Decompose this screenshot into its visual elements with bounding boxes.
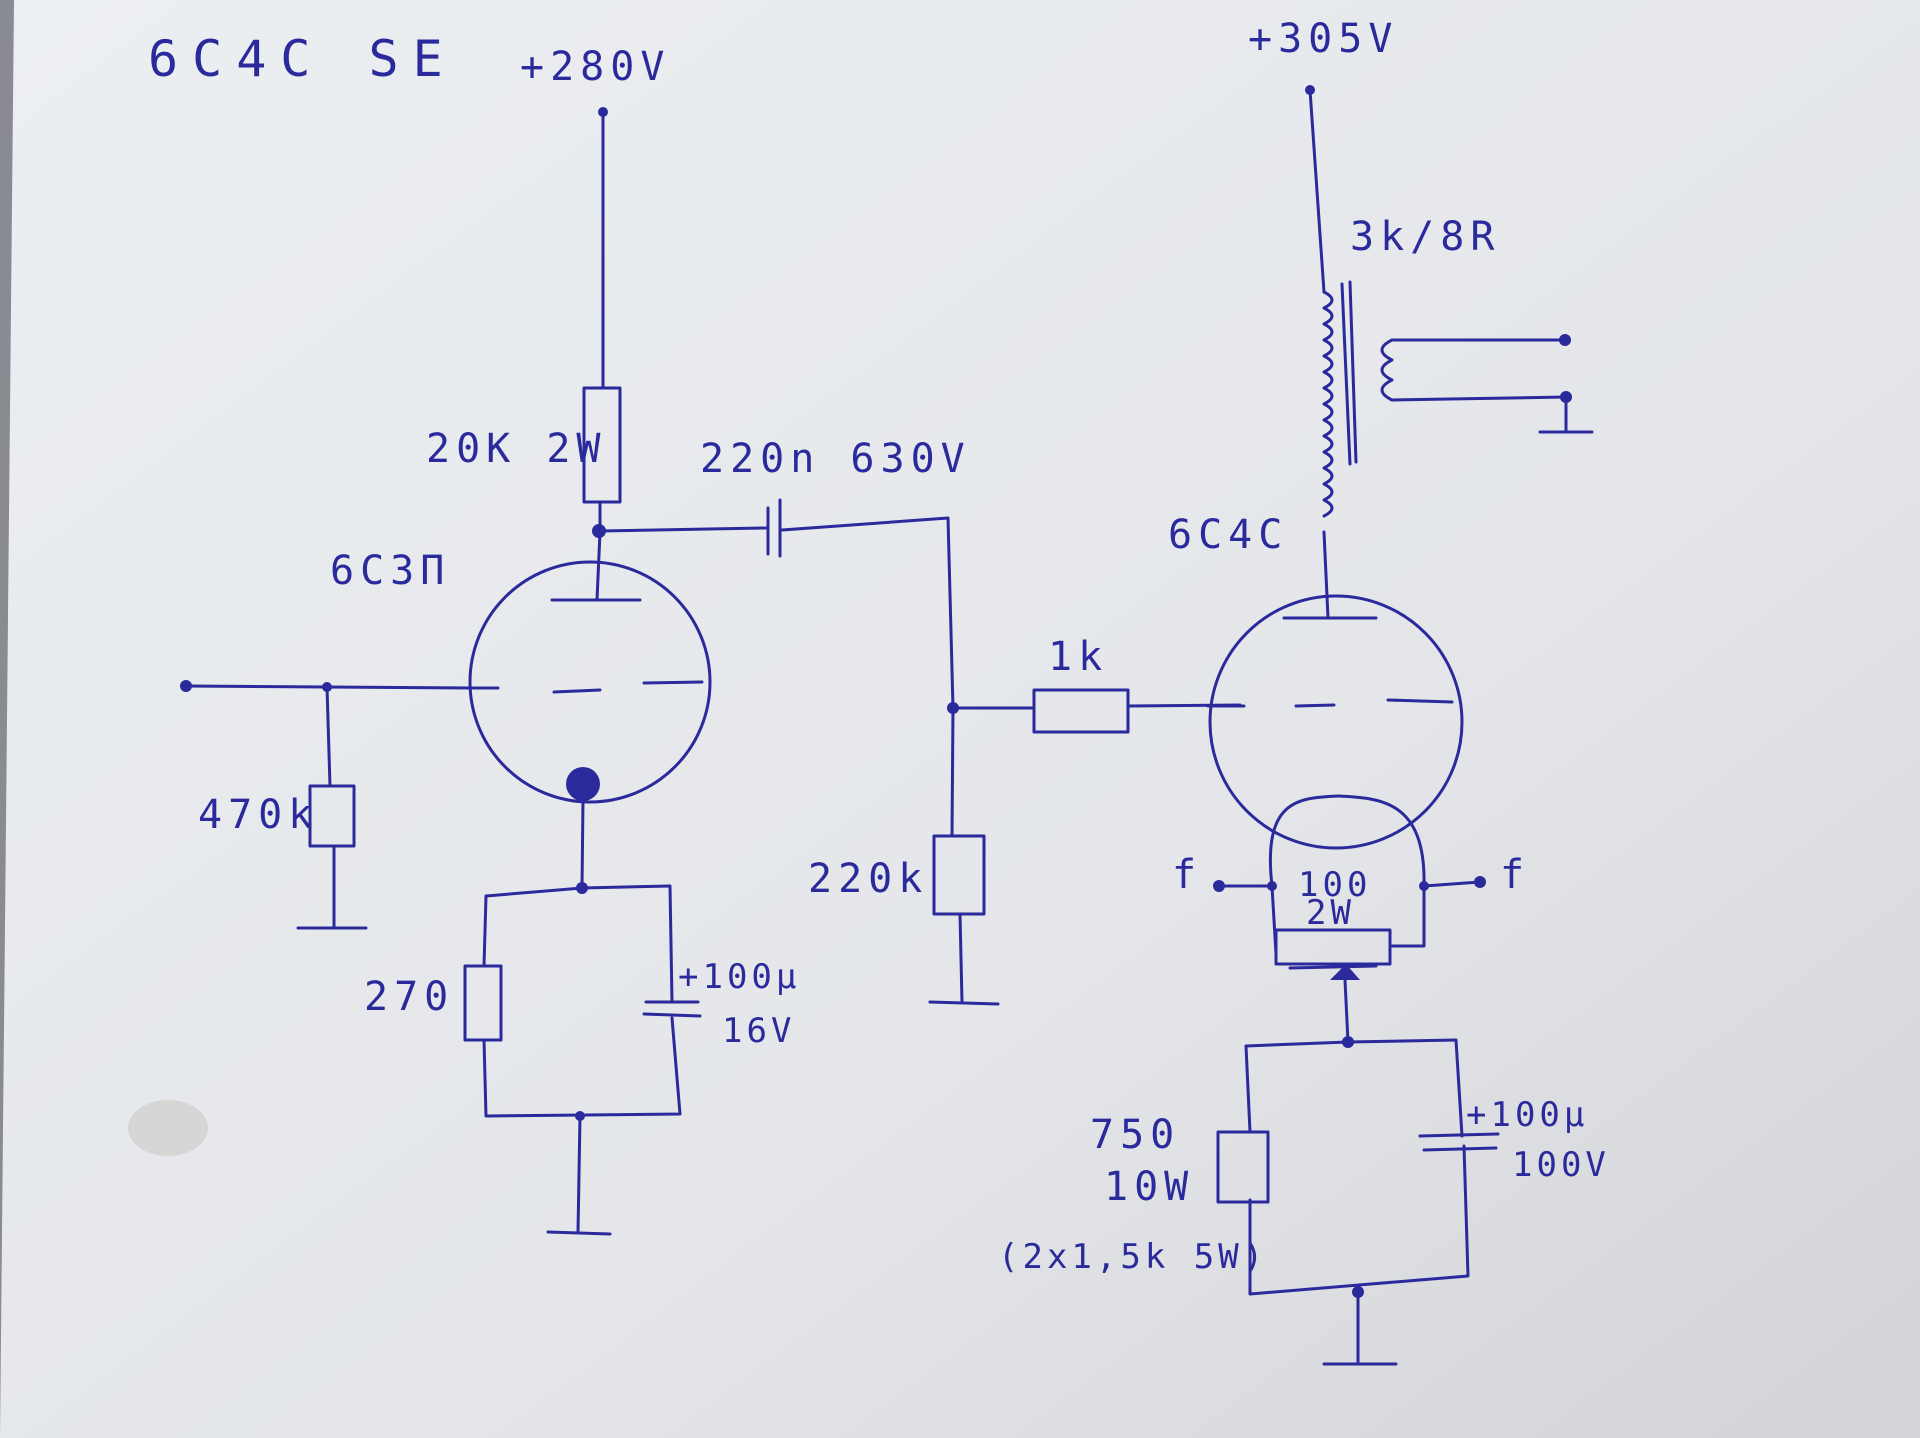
output-cathode-resistor-value: 750 [1090, 1112, 1180, 1158]
b-plus-305-wire [1308, 88, 1326, 294]
output-tube-envelope [1208, 594, 1464, 850]
output-tube-filament [1269, 794, 1426, 888]
driver-tube-label: 6C3Π [330, 548, 450, 594]
heater-label-right: f [1500, 852, 1530, 898]
hum-pot-power: 2W [1306, 893, 1355, 933]
hum-pot-wiper [1288, 964, 1378, 970]
coupling-capacitor-label: 220n 630V [700, 436, 971, 482]
output-grid-ground [928, 1000, 1000, 1006]
output-cathode-wire [1343, 978, 1350, 1044]
heater-wires [1217, 880, 1482, 888]
output-cathode-resistor-power: 10W [1104, 1164, 1194, 1210]
transformer-core [1340, 280, 1358, 466]
speaker-terminal-ground [1560, 391, 1572, 403]
output-grid-resistor-label: 220k [808, 856, 928, 902]
driver-tube-envelope [468, 560, 712, 804]
grid-stopper-label: 1k [1048, 634, 1108, 680]
driver-ground [546, 1230, 612, 1236]
coupling-capacitor [766, 498, 782, 558]
output-tube-label: 6C4C [1168, 512, 1288, 558]
output-cathode-resistor-note: (2x1,5k 5W) [998, 1237, 1267, 1277]
output-cathode-cap-value: +100µ [1466, 1095, 1588, 1135]
output-stage [1206, 85, 1594, 1366]
plate-load-resistor [582, 386, 622, 504]
paper-smudge [128, 1100, 208, 1156]
input-grid-resistor-label: 470k [198, 792, 318, 838]
supply-voltage-output: +305V [1248, 16, 1398, 62]
driver-tube-grid [468, 680, 704, 694]
grid-stopper-resistor [1032, 688, 1130, 734]
output-tube-grid [1206, 698, 1454, 708]
coupling-wire [598, 516, 955, 710]
driver-cathode-cap-voltage: 16V [722, 1011, 795, 1051]
output-grid-resistor-wire [950, 706, 964, 1004]
interstage [598, 498, 1242, 1006]
driver-cathode-resistor [463, 964, 503, 1042]
plate-resistor-label: 20K 2W [426, 426, 607, 472]
supply-voltage-driver: +280V [520, 44, 670, 90]
hum-pot-value: 100 [1298, 865, 1371, 905]
transformer-secondary [1380, 338, 1394, 402]
output-cathode-cap-voltage: 100V [1512, 1145, 1610, 1185]
hum-pot-wiper-arrow [1330, 964, 1360, 980]
driver-ground-wire [576, 1114, 582, 1234]
output-cathode-capacitor [1418, 1132, 1500, 1152]
driver-cathode-resistor-label: 270 [364, 974, 454, 1020]
hum-pot [1274, 928, 1392, 966]
output-grid-resistor [932, 834, 986, 916]
output-transformer-label: 3k/8R [1350, 214, 1500, 260]
output-cathode-network [1244, 1038, 1470, 1296]
driver-cathode-wire [580, 798, 585, 890]
output-plate-wire [1322, 530, 1330, 620]
speaker-terminal-hot [1559, 334, 1571, 346]
input-grid-resistor-wire [325, 685, 336, 930]
transformer-primary [1322, 290, 1334, 518]
heater-label-left: f [1172, 852, 1202, 898]
driver-cathode-capacitor [642, 1000, 702, 1018]
driver-tube-cathode [566, 767, 600, 801]
input-grid-resistor [308, 784, 356, 848]
schematic-title: 6C4C SE [148, 30, 457, 88]
driver-cathode-cap-value: +100µ [678, 957, 800, 997]
driver-stage [180, 107, 712, 1236]
output-cathode-resistor [1216, 1130, 1270, 1204]
